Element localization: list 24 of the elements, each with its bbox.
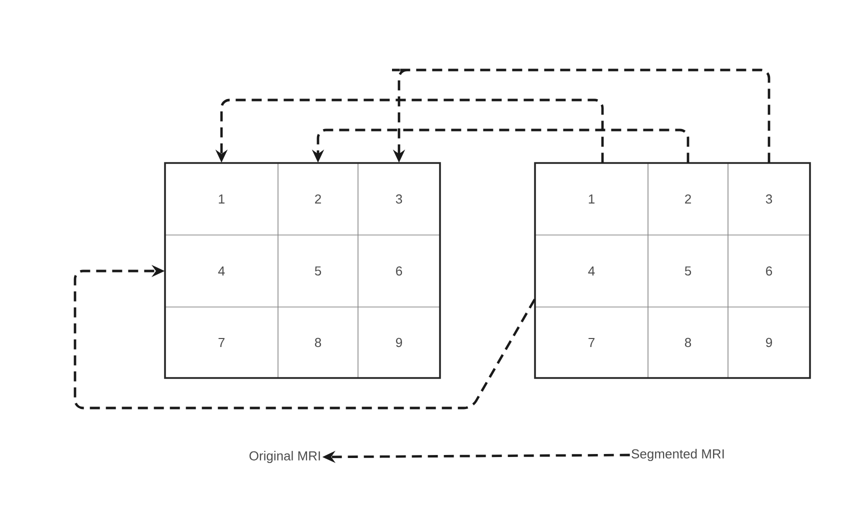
grid-table [164,162,441,379]
grid-cell: 9 [358,306,440,378]
dashed-arrow [390,68,770,163]
grid-table [534,162,811,379]
text-label: Segmented MRI [632,448,724,462]
text-label: Original MRI [250,450,320,464]
grid-cell: 2 [278,162,358,236]
grid-cell: 7 [534,306,648,378]
grid-cell: 5 [648,234,728,308]
grid-cell: 2 [648,162,728,236]
grid-cell: 3 [358,162,440,236]
grid-cell: 8 [278,306,358,378]
grid-cell: 1 [534,162,648,236]
grid-cell: 8 [648,306,728,378]
grid-cell: 1 [164,162,278,236]
grid-cell: 4 [164,234,278,308]
grid-cell: 5 [278,234,358,308]
grid-cell: 6 [728,234,810,308]
grid-cell: 6 [358,234,440,308]
dashed-arrow [74,264,536,410]
grid-cell: 7 [164,306,278,378]
grid-cell: 3 [728,162,810,236]
grid-cell: 9 [728,306,810,378]
grid-cell: 4 [534,234,648,308]
